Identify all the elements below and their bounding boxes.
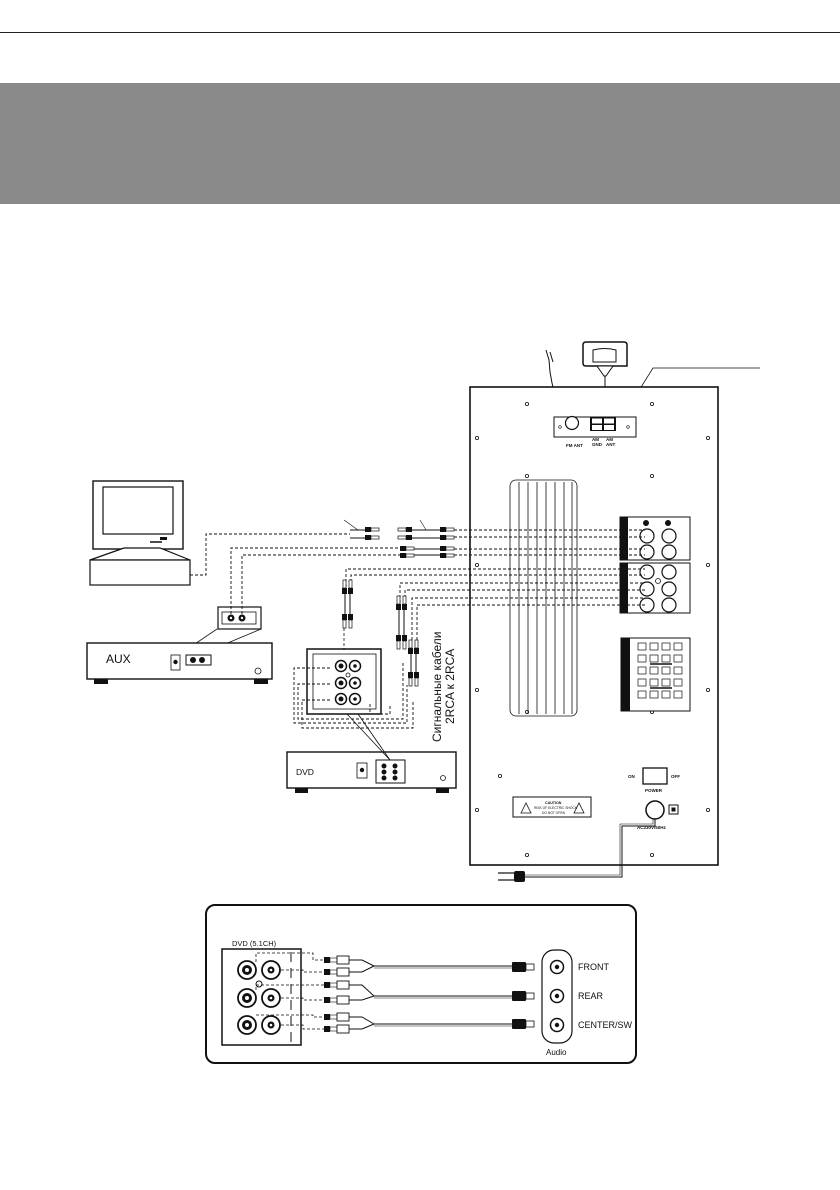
cable-caption-line-2: 2RCA к 2RCA [443, 649, 457, 724]
front-label: FRONT [578, 962, 609, 972]
speaker-terminals [620, 637, 691, 712]
rca-input-block-1: L R [619, 516, 691, 561]
ac-power-input: AC230V/50Hz [637, 800, 679, 830]
dvd-label: DVD [296, 767, 314, 777]
dvd-51-label: DVD (5.1CH) [232, 939, 277, 948]
rear-label: REAR [578, 991, 604, 1001]
caution-line-1: RISK OF ELECTRIC SHOCK [534, 806, 578, 810]
aux-label: AUX [106, 652, 131, 666]
ac-power-label: AC230V/50Hz [637, 825, 667, 830]
jack-l-mark: L [645, 521, 648, 526]
rca-plugs-pc [343, 519, 455, 540]
rca-input-block-2 [619, 562, 691, 614]
caution-label: CAUTION RISK OF ELECTRIC SHOCK DO NOT OP… [512, 796, 592, 818]
fm-ant-label: FM ANT [566, 443, 583, 448]
cable-caption: Сигнальные кабели 2RCA к 2RCA [430, 632, 457, 742]
on-label: ON [628, 774, 635, 779]
caution-title: CAUTION [545, 801, 562, 805]
cable-caption-line-1: Сигнальные кабели [430, 632, 444, 742]
off-label: OFF [671, 774, 680, 779]
header-banner [0, 83, 840, 204]
rca-plugs-aux [400, 546, 455, 558]
fm-ant-socket [564, 415, 580, 431]
computer-monitor [89, 480, 191, 586]
audio-input-column: FRONT REAR CENTER/SW Audio [541, 949, 633, 1057]
dvd-51-inset: DVD (5.1CH) [205, 904, 637, 1064]
power-switch: ON OFF POWER [628, 767, 680, 793]
power-cord [498, 819, 656, 882]
center-sw-label: CENTER/SW [578, 1020, 633, 1030]
caution-line-2: DO NOT OPEN [542, 811, 566, 815]
aux-device: AUX [86, 606, 273, 684]
power-label: POWER [645, 788, 663, 793]
jack-r-mark: R [667, 521, 670, 526]
top-rule [0, 32, 840, 33]
rca-plugs-dvd-vertical [342, 579, 419, 687]
mini-jack-plugs [512, 962, 535, 1029]
dvd-player: DVD [286, 751, 457, 793]
dvd-jack-panel-zoom [306, 648, 391, 761]
audio-label: Audio [546, 1048, 567, 1057]
